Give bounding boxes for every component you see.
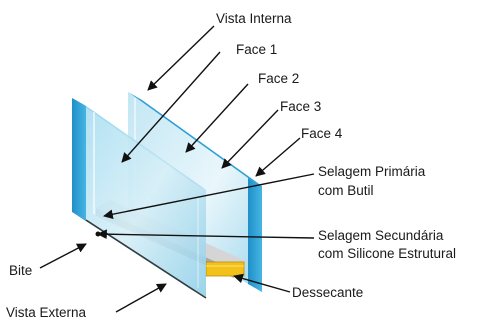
arrow-face-2: [185, 83, 249, 153]
label-vista-interna: Vista Interna: [216, 11, 292, 26]
arrow-selagem-primaria: [103, 173, 315, 220]
arrow-bite: [39, 243, 87, 269]
arrow-face-1: [121, 51, 221, 163]
label-face-2: Face 2: [258, 71, 300, 86]
arrow-vista-interna: [147, 25, 215, 91]
label-selagem-primaria-line1: Selagem Primária: [318, 164, 426, 179]
callout-arrows: [39, 25, 315, 313]
label-selagem-primaria-line2: com Butil: [318, 183, 374, 198]
desiccant-block: [205, 261, 245, 277]
arrow-face-3: [221, 109, 279, 169]
label-selagem-secundaria-line1: Selagem Secundária: [318, 228, 444, 243]
label-face-4: Face 4: [301, 126, 343, 141]
arrow-dessecante: [233, 273, 291, 293]
arrow-face-4: [255, 137, 301, 177]
arrow-selagem-secundaria: [97, 229, 315, 240]
label-selagem-secundaria-line2: com Silicone Estrutural: [318, 246, 457, 261]
label-face-1: Face 1: [236, 42, 278, 57]
label-bite: Bite: [9, 263, 33, 278]
label-vista-externa: Vista Externa: [6, 305, 87, 320]
label-face-3: Face 3: [280, 99, 322, 114]
label-dessecante: Dessecante: [292, 285, 364, 300]
arrow-vista-externa: [115, 283, 167, 313]
